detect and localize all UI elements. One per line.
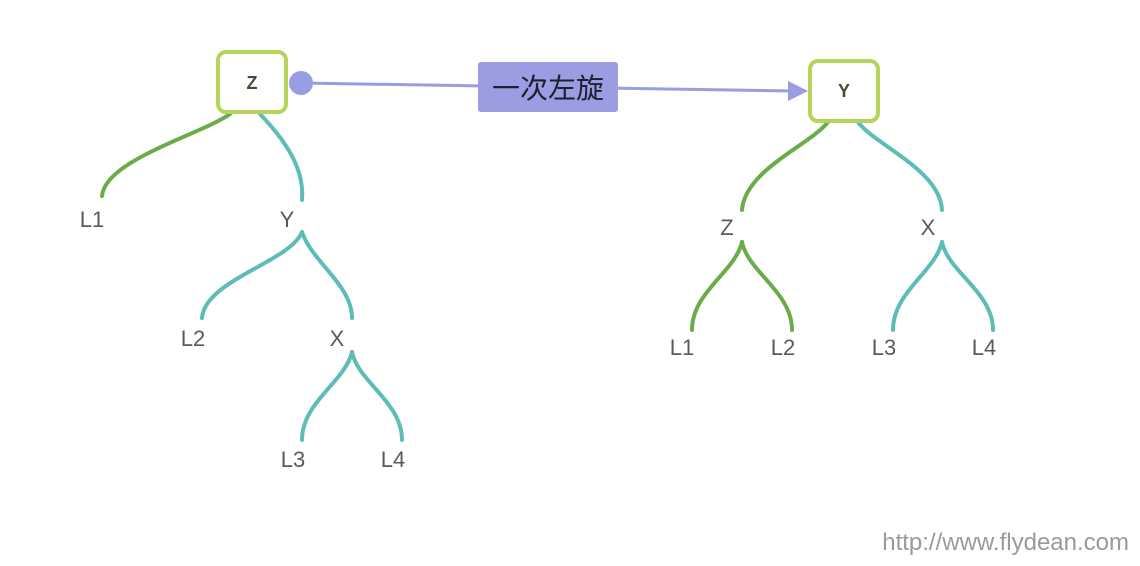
left-root-node <box>216 50 288 114</box>
edge-z-l1 <box>100 112 232 198</box>
right-leaf-l2: L2 <box>771 335 795 360</box>
left-leaf-l2: L2 <box>181 326 205 351</box>
right-leaf-l1: L1 <box>670 335 694 360</box>
edge-x-l4 <box>350 350 404 442</box>
right-leaf-l3: L3 <box>872 335 896 360</box>
edge-y-z <box>740 120 830 212</box>
right-leaf-l4: L4 <box>972 335 996 360</box>
rotation-label: 一次左旋 <box>492 72 604 105</box>
watermark: http://www.flydean.com <box>882 529 1129 556</box>
edge-z-y <box>258 112 305 202</box>
left-leaf-l1: L1 <box>80 207 104 232</box>
edge-x-l3-right <box>891 240 944 332</box>
edge-z-l1-right <box>690 240 744 332</box>
left-node-x: X <box>330 326 345 351</box>
edge-x-l3 <box>300 350 354 442</box>
edge-y-x <box>300 230 354 320</box>
edge-y-l2 <box>200 230 304 320</box>
edge-x-l4-right <box>940 240 995 332</box>
rotation-label-box <box>478 62 618 112</box>
right-node-x: X <box>921 215 936 240</box>
edge-y-x-right <box>856 120 944 212</box>
arrow-head <box>788 81 808 101</box>
right-node-z: Z <box>720 215 733 240</box>
rotation-arrow: 一次左旋 <box>289 62 808 112</box>
left-root-label: Z <box>247 73 258 93</box>
edge-z-l2-right <box>740 240 794 332</box>
left-leaf-l3: L3 <box>281 447 305 472</box>
right-root-label: Y <box>838 81 850 101</box>
left-leaf-l4: L4 <box>381 447 405 472</box>
left-node-y: Y <box>280 207 295 232</box>
right-tree: Y Z X L1 L2 L3 L4 <box>670 59 996 360</box>
right-root-node <box>808 59 880 123</box>
left-tree: Z L1 Y L2 X L3 L4 <box>80 50 405 472</box>
